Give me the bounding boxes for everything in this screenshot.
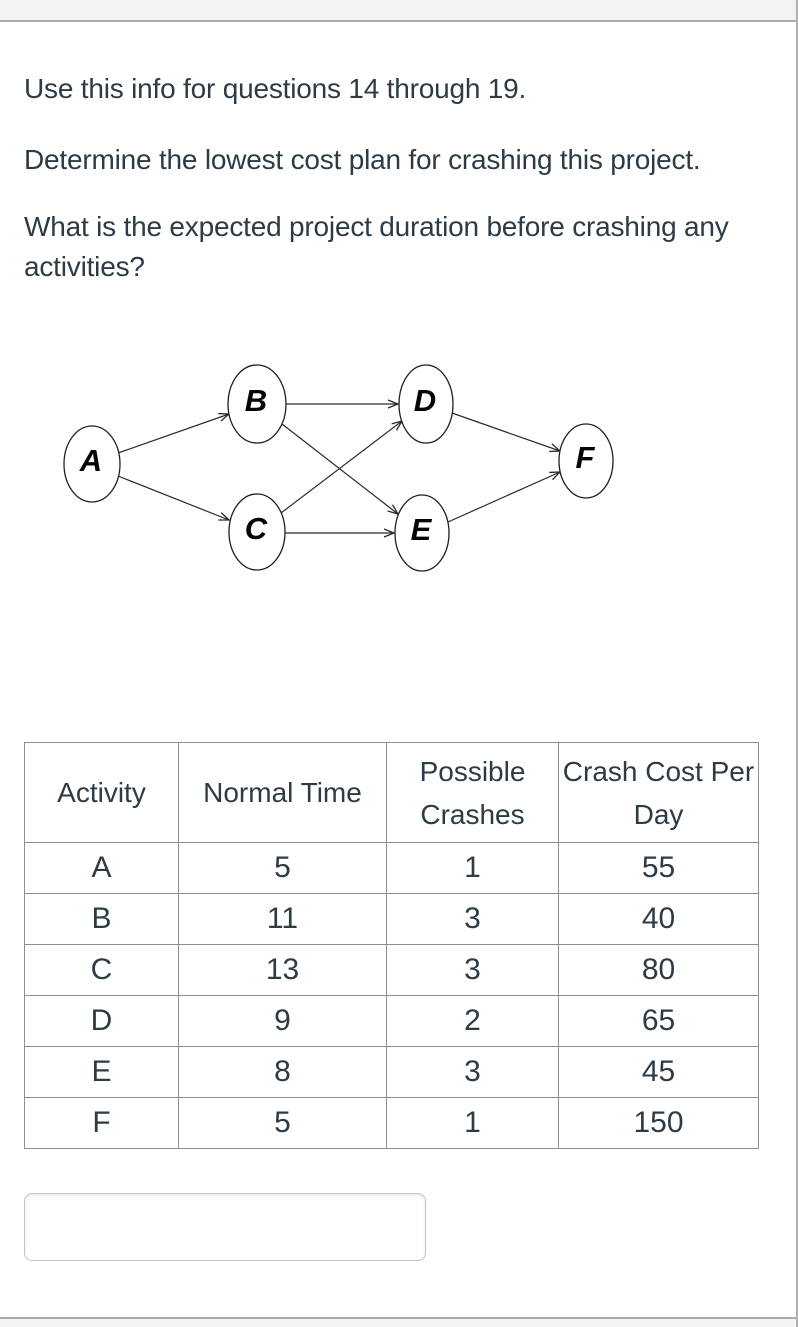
node-C — [228, 493, 286, 571]
node-D — [398, 364, 454, 444]
node-B — [227, 364, 287, 444]
column-header-activity: Activity — [24, 742, 179, 843]
text-line: activities? — [24, 251, 145, 282]
cell-crash-cost: 45 — [558, 1046, 759, 1098]
table-row: F 5 1 150 — [24, 1097, 759, 1149]
cell-normal-time: 13 — [178, 944, 387, 996]
node-A — [63, 425, 121, 503]
cell-crashes: 2 — [386, 995, 559, 1047]
edge-E-F — [447, 471, 562, 523]
table-row: E 8 3 45 — [24, 1046, 759, 1098]
column-header-normal-time: Normal Time — [178, 742, 387, 843]
table-header-row: Activity Normal Time Possible Crashes Cr… — [24, 742, 759, 843]
cell-crashes: 3 — [386, 893, 559, 945]
table-row: B 11 3 40 — [24, 893, 759, 945]
cell-crashes: 1 — [386, 842, 559, 894]
cell-activity: A — [24, 842, 179, 894]
node-C-label: C — [245, 511, 268, 546]
node-D-label: D — [414, 383, 436, 418]
node-E-label: E — [411, 512, 433, 547]
answer-input[interactable] — [24, 1193, 426, 1261]
edge-A-C — [117, 475, 231, 521]
cell-activity: C — [24, 944, 179, 996]
cell-activity: D — [24, 995, 179, 1047]
node-F — [558, 423, 614, 499]
edge-C-D — [280, 419, 404, 514]
cell-crash-cost: 80 — [558, 944, 759, 996]
cell-activity: B — [24, 893, 179, 945]
cell-crash-cost: 150 — [558, 1097, 759, 1149]
edge-B-E — [281, 423, 400, 516]
question-instruction-text: Determine the lowest cost plan for crash… — [24, 140, 701, 180]
cell-crashes: 1 — [386, 1097, 559, 1149]
text-line: Use this info for questions 14 through 1… — [24, 73, 527, 104]
cell-activity: F — [24, 1097, 179, 1149]
column-header-crash-cost: Crash Cost Per Day — [558, 742, 759, 843]
cell-activity: E — [24, 1046, 179, 1098]
cell-normal-time: 5 — [178, 1097, 387, 1149]
bottom-divider — [0, 1317, 796, 1327]
activity-network-diagram: A B C D E F — [63, 364, 614, 572]
cell-crashes: 3 — [386, 944, 559, 996]
cell-crash-cost: 40 — [558, 893, 759, 945]
cell-crash-cost: 55 — [558, 842, 759, 894]
question-prompt-text: What is the expected project duration be… — [24, 207, 729, 287]
cell-crashes: 3 — [386, 1046, 559, 1098]
cell-crash-cost: 65 — [558, 995, 759, 1047]
node-A-label: A — [79, 443, 102, 478]
crash-cost-table: Activity Normal Time Possible Crashes Cr… — [24, 742, 759, 1149]
cell-normal-time: 5 — [178, 842, 387, 894]
cell-normal-time: 8 — [178, 1046, 387, 1098]
table-row: C 13 3 80 — [24, 944, 759, 996]
node-E — [394, 494, 450, 572]
text-line: What is the expected project duration be… — [24, 211, 729, 242]
table-row: A 5 1 55 — [24, 842, 759, 894]
question-intro-text: Use this info for questions 14 through 1… — [24, 69, 526, 109]
node-F-label: F — [576, 440, 596, 475]
edge-A-B — [117, 412, 231, 454]
table-row: D 9 2 65 — [24, 995, 759, 1047]
text-line: Determine the lowest cost plan for crash… — [24, 144, 701, 175]
cell-normal-time: 9 — [178, 995, 387, 1047]
cell-normal-time: 11 — [178, 893, 387, 945]
edge-D-F — [451, 412, 562, 453]
column-header-possible-crashes: Possible Crashes — [386, 742, 559, 843]
top-divider — [0, 0, 796, 22]
node-B-label: B — [245, 383, 267, 418]
